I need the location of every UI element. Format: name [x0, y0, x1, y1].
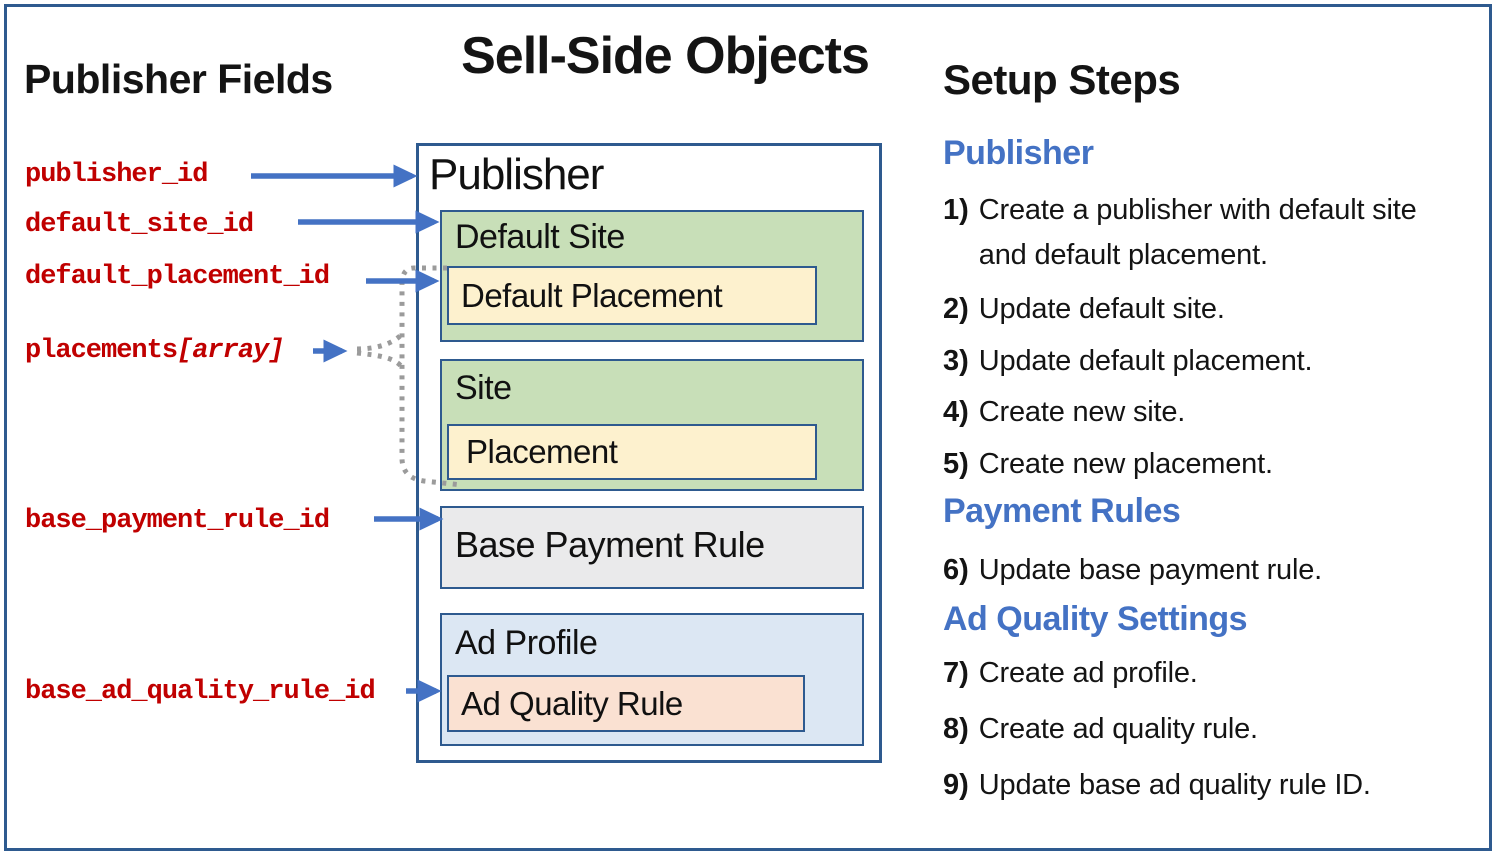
setup-step-3: 3) Update default placement. [943, 339, 1463, 384]
field-name: placements [25, 336, 178, 366]
field-name: base_payment_rule_id [25, 506, 330, 536]
field-name: base_ad_quality_rule_id [25, 677, 376, 707]
site-label: Site [455, 369, 512, 407]
step-number: 9) [943, 769, 969, 801]
setup-step-1: 1) Create a publisher with default site … [943, 188, 1463, 278]
field-suffix: [array] [177, 336, 284, 366]
default-site-label: Default Site [455, 218, 625, 256]
step-number: 5) [943, 448, 969, 480]
site-box: Site Placement [440, 359, 864, 491]
step-number: 2) [943, 293, 969, 325]
step-text: Create ad quality rule. [978, 713, 1258, 745]
setup-step-4: 4) Create new site. [943, 390, 1463, 435]
default-site-box: Default Site Default Placement [440, 210, 864, 342]
field-default-site-id: default_site_id [25, 210, 254, 240]
setup-step-9: 9) Update base ad quality rule ID. [943, 763, 1463, 808]
field-name: default_site_id [25, 210, 254, 240]
ad-profile-label: Ad Profile [455, 624, 598, 662]
step-number: 8) [943, 713, 969, 745]
step-number: 7) [943, 657, 969, 689]
field-placements-array: placements[array] [25, 336, 284, 366]
step-text: Update default placement. [978, 345, 1313, 377]
field-default-placement-id: default_placement_id [25, 262, 330, 292]
placement-label: Placement [466, 433, 618, 470]
setup-step-7: 7) Create ad profile. [943, 651, 1463, 696]
setup-step-8: 8) Create ad quality rule. [943, 707, 1463, 752]
publisher-box: Publisher Default Site Default Placement… [416, 143, 882, 763]
diagram-title: Sell-Side Objects [461, 27, 870, 85]
step-text: Update base ad quality rule ID. [978, 769, 1371, 801]
base-payment-rule-label: Base Payment Rule [455, 524, 765, 565]
step-text: Create new site. [978, 396, 1186, 428]
section-heading-publisher: Publisher [943, 134, 1094, 172]
step-text: Create new placement. [978, 448, 1273, 480]
step-text: Update base payment rule. [978, 554, 1323, 586]
default-placement-box: Default Placement [447, 266, 817, 325]
default-placement-label: Default Placement [461, 277, 723, 314]
right-panel-title: Setup Steps [943, 56, 1181, 103]
section-heading-ad-quality-settings: Ad Quality Settings [943, 600, 1248, 638]
base-payment-rule-box: Base Payment Rule [440, 506, 864, 589]
setup-step-2: 2) Update default site. [943, 287, 1463, 332]
ad-profile-box: Ad Profile Ad Quality Rule [440, 613, 864, 746]
step-number: 1) [943, 194, 969, 226]
setup-step-5: 5) Create new placement. [943, 442, 1463, 487]
left-panel-title: Publisher Fields [24, 56, 333, 102]
step-text: Update default site. [978, 293, 1225, 325]
step-number: 3) [943, 345, 969, 377]
ad-quality-rule-label: Ad Quality Rule [461, 685, 683, 722]
field-base-ad-quality-rule-id: base_ad_quality_rule_id [25, 677, 376, 707]
step-text: Create a publisher with default site and… [978, 194, 1417, 271]
section-heading-payment-rules: Payment Rules [943, 492, 1181, 530]
placement-box: Placement [447, 424, 817, 480]
publisher-box-label: Publisher [429, 150, 604, 199]
step-number: 4) [943, 396, 969, 428]
field-name: default_placement_id [25, 262, 330, 292]
setup-step-6: 6) Update base payment rule. [943, 548, 1463, 593]
field-name: publisher_id [25, 160, 208, 190]
step-number: 6) [943, 554, 969, 586]
field-base-payment-rule-id: base_payment_rule_id [25, 506, 330, 536]
ad-quality-rule-box: Ad Quality Rule [447, 675, 805, 732]
field-publisher-id: publisher_id [25, 160, 208, 190]
step-text: Create ad profile. [978, 657, 1198, 689]
